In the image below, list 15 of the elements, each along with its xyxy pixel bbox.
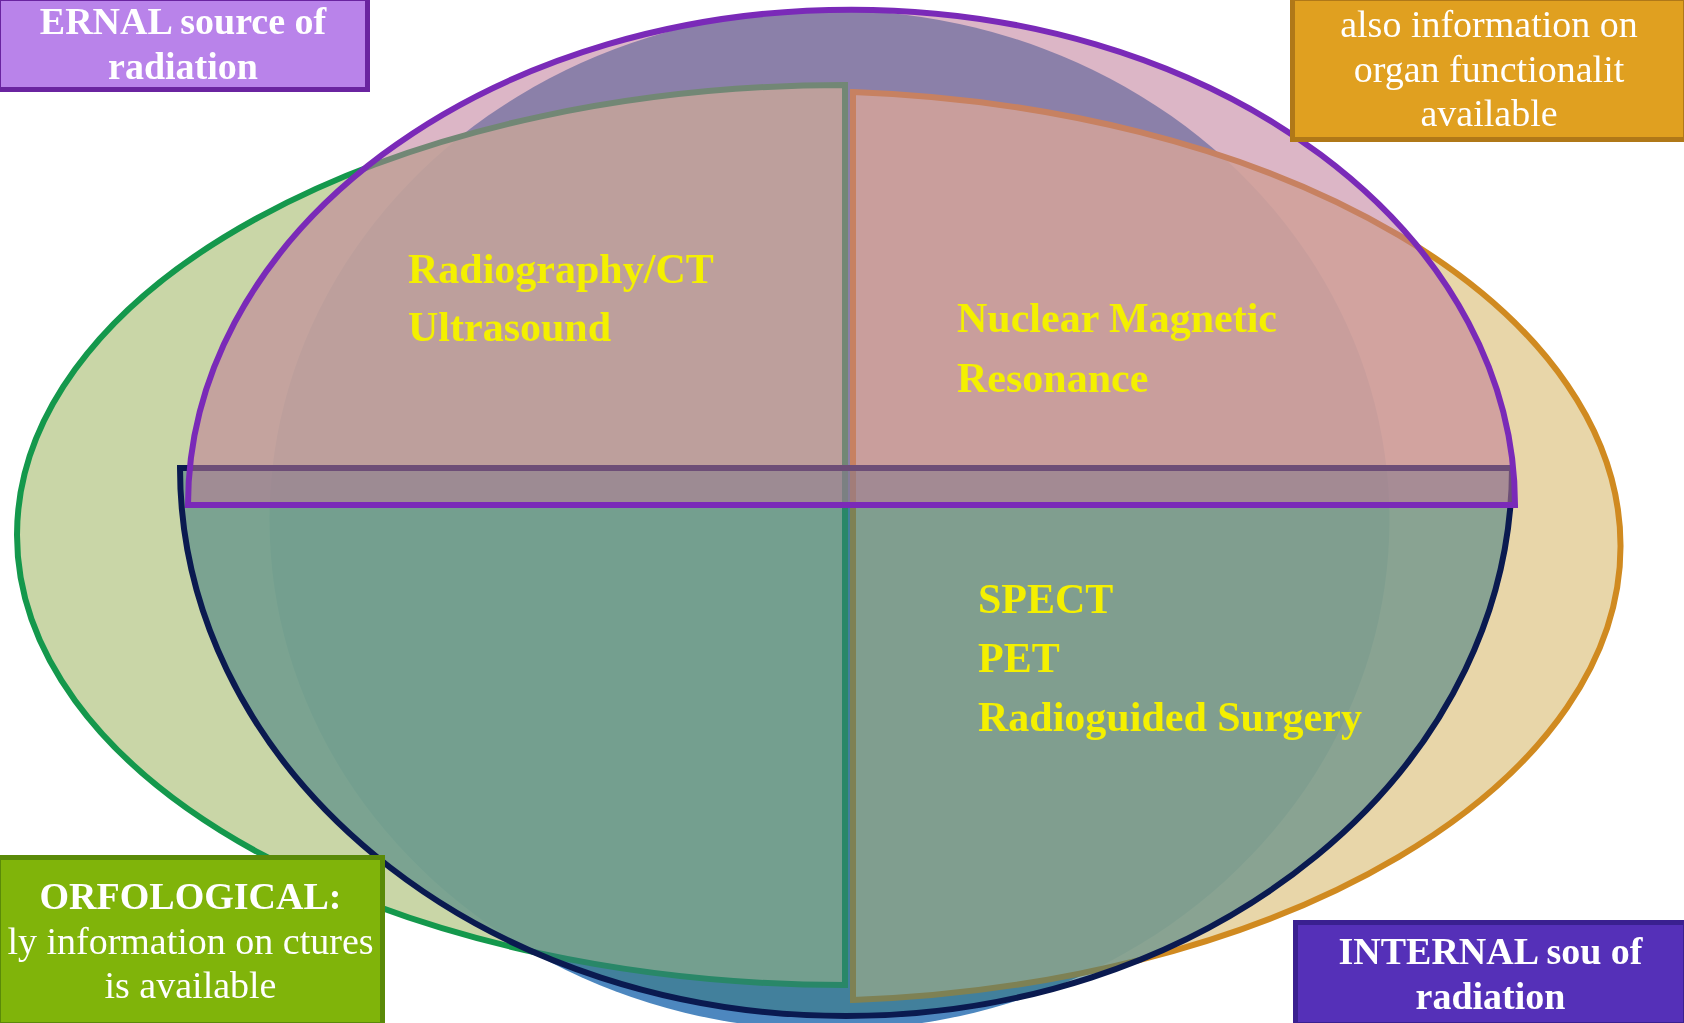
region-label: SPECT [978, 578, 1114, 620]
region-label: Radiography/CT [408, 248, 714, 290]
box-text: ly information on ctures is available [6, 918, 375, 1009]
box-text: INTERNAL sou of radiation [1337, 928, 1644, 1019]
info-box [1290, 0, 1684, 142]
box-text: also information on organ functionalit available [1339, 1, 1639, 137]
box-text: ERNAL source of radiation [38, 0, 328, 89]
info-box [0, 855, 385, 1023]
region-label: Ultrasound [408, 306, 612, 348]
info-box [0, 0, 370, 92]
box-heading: ORFOLOGICAL: [38, 873, 343, 919]
info-box [1293, 920, 1684, 1023]
region-label: PET [978, 637, 1060, 679]
region-label: Nuclear Magnetic Resonance [957, 294, 1278, 403]
region-label: Radioguided Surgery [978, 696, 1362, 738]
